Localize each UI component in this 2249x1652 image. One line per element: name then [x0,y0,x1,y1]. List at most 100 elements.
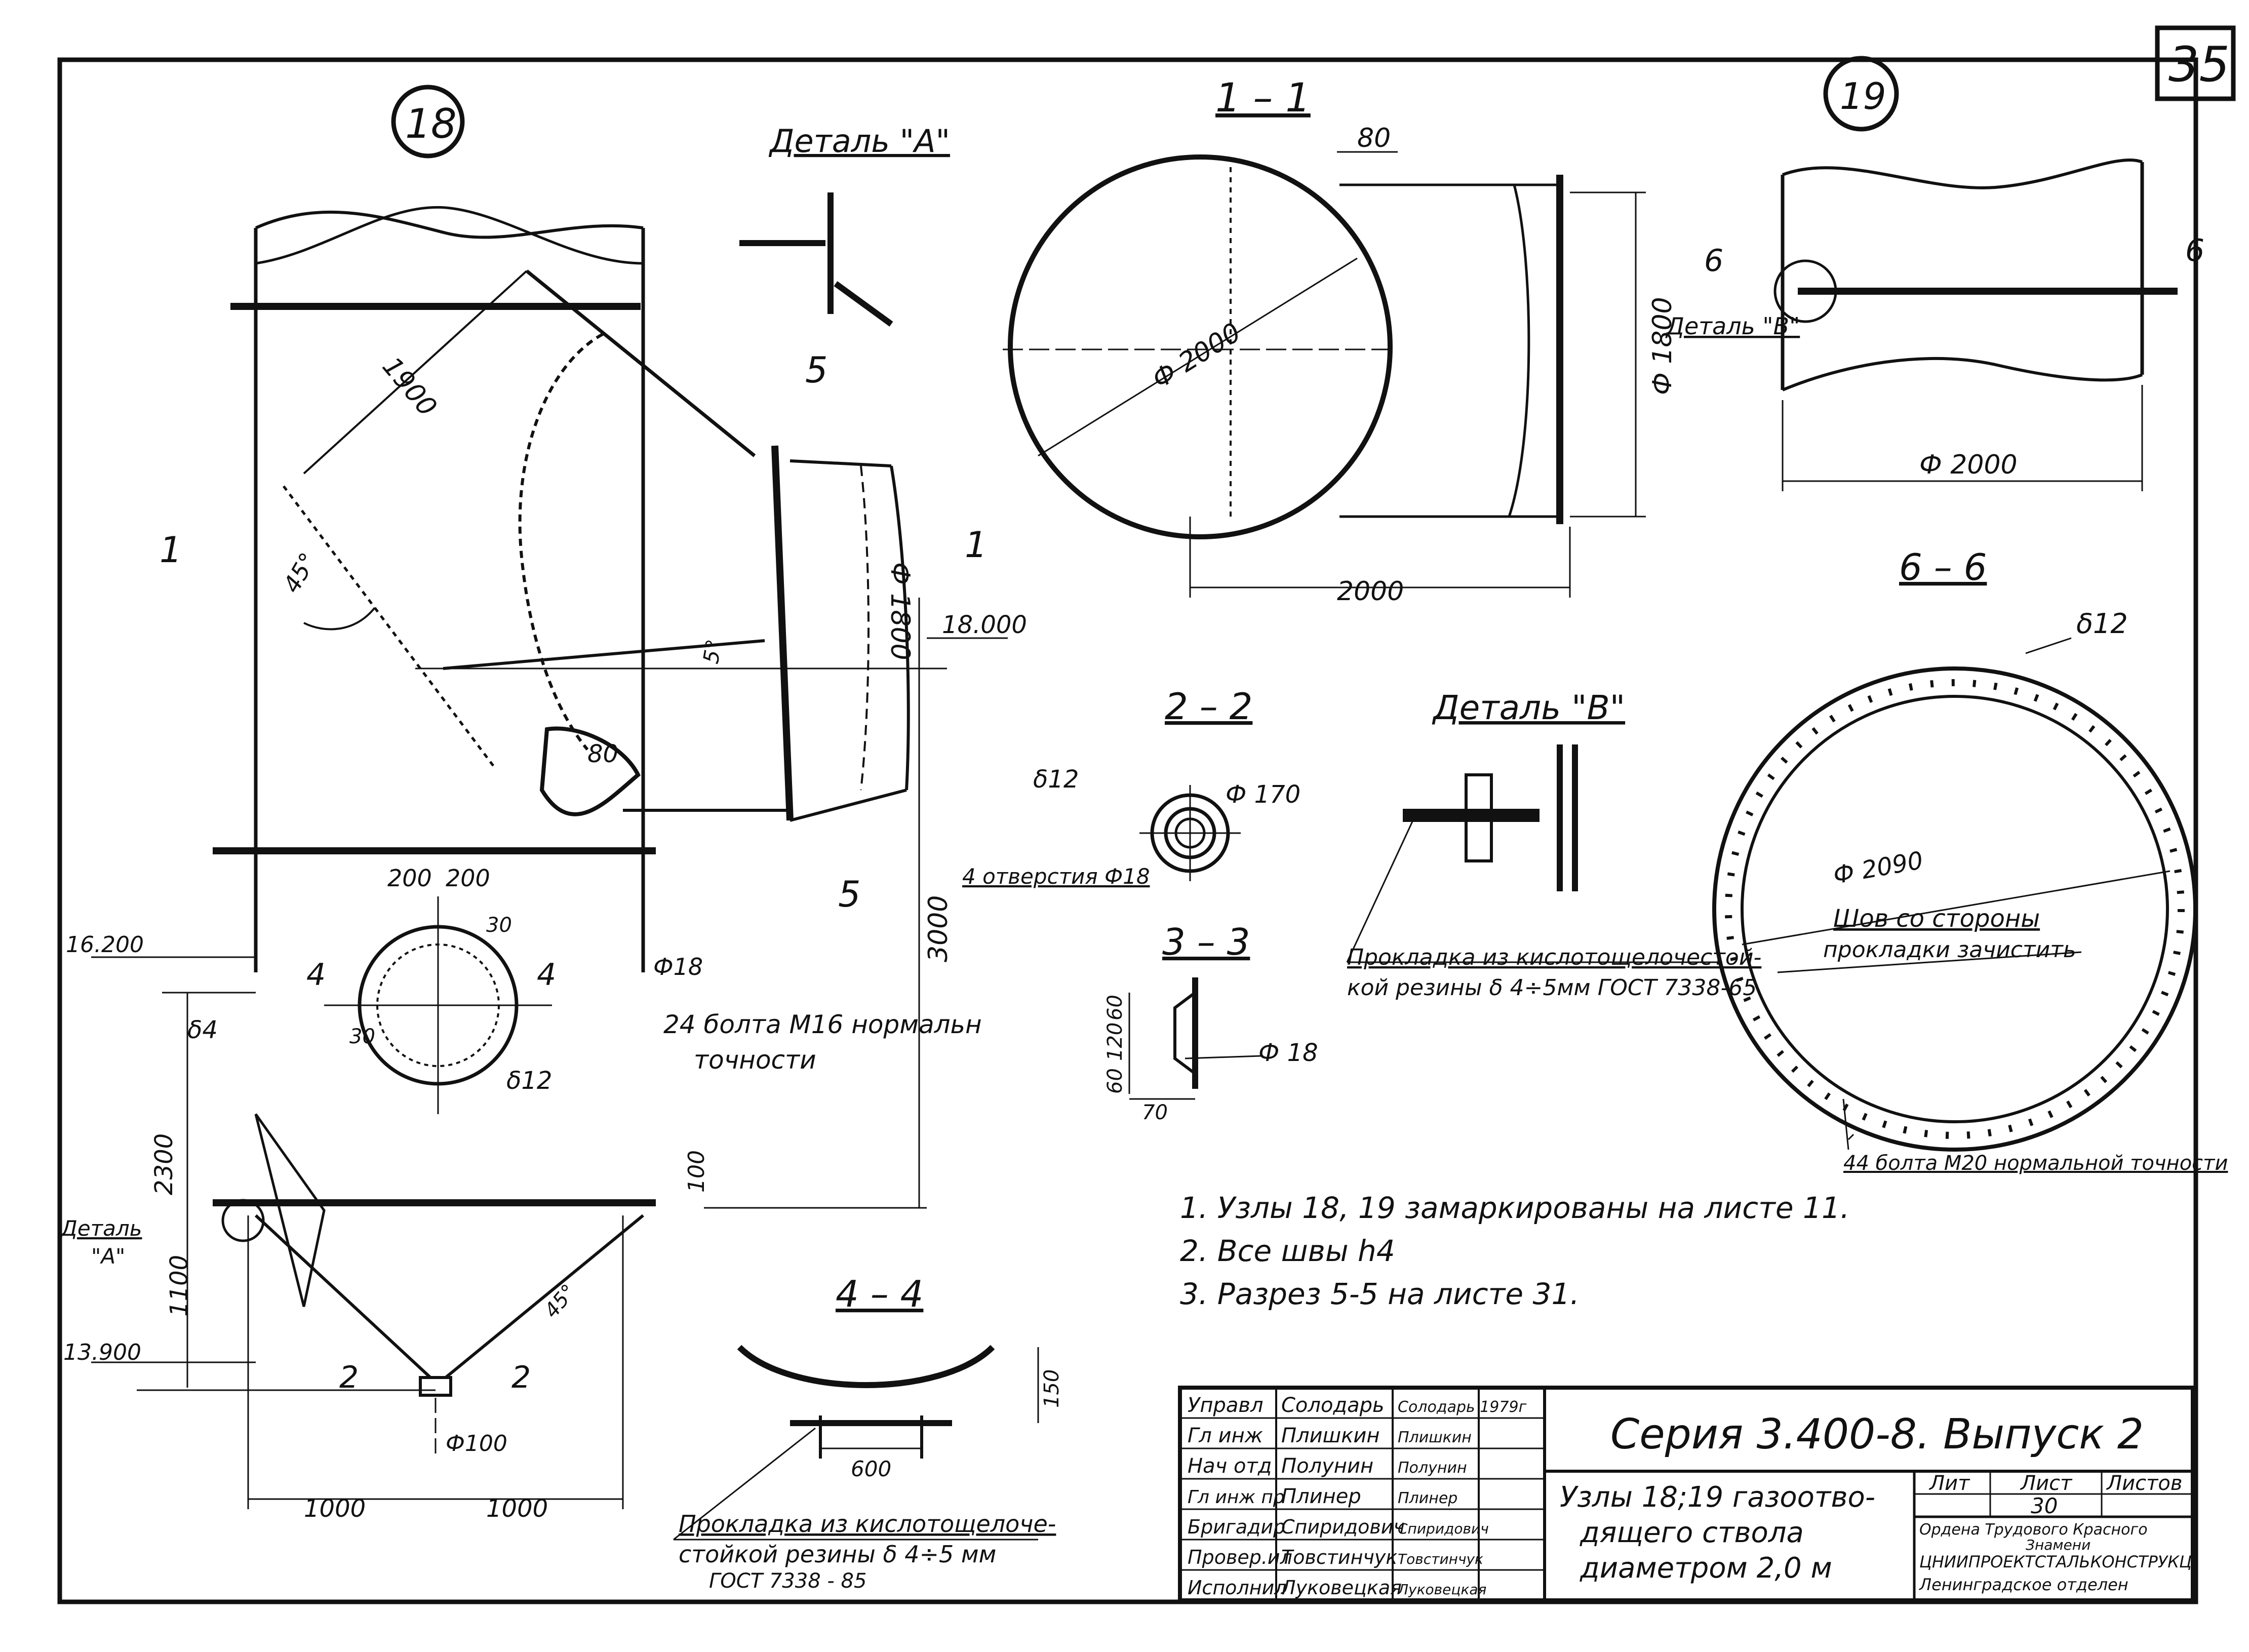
detail-b-title: Деталь "В" [1432,688,1625,727]
detail-a-marker [221,1199,265,1242]
dim-30-bottom: 30 [349,1025,375,1048]
tb-sign-3: Плинер [1398,1489,1457,1507]
bolts-line-1: 24 болта М16 нормальн [663,1010,982,1039]
dim-d4: δ4 [187,1016,218,1044]
section-3-3-drawing: 3 – 3 60 120 60 70 Ф 18 [1103,921,1318,1124]
section-6-6-bolts: 44 болта М20 нормальной точности [1843,1152,2228,1175]
section-3-3-title: 3 – 3 [1162,921,1250,963]
bolts-line-2: точности [694,1045,816,1075]
tb-sign-0: Солодарь 1979г [1398,1398,1527,1416]
note-3: 3. Разрез 5-5 на листе 31. [1180,1277,1580,1311]
tb-role-0: Управл [1188,1394,1264,1417]
section-2-2-dim-d12: δ12 [1033,765,1079,794]
tb-sheets-header: Листов [2106,1472,2182,1495]
node18-detail-a-callout-2: "А" [91,1244,125,1269]
section-5-top: 5 [805,349,828,391]
section-1-1-drawing: 1 – 1 80 Ф 2000 Ф 1800 2000 [1003,75,1678,607]
level-13900: 13.900 [63,1340,141,1365]
section-2-2-dim-phi170: Ф 170 [1226,780,1300,809]
tb-role-4: Бригадир [1188,1516,1285,1538]
tb-sign-6: Луковецкая [1397,1581,1486,1598]
section-6-6-title: 6 – 6 [1899,546,1987,588]
tb-org-1: Ордена Трудового Красного [1919,1521,2148,1539]
level-18000: 18.000 [942,611,1027,639]
level-16200: 16.200 [66,932,144,958]
node19-detail-b: Деталь "В" [1665,312,1800,340]
section-3-3-dim-70: 70 [1142,1101,1168,1124]
tb-org-3: ЦНИИПРОЕКТСТАЛЬКОНСТРУКЦ. [1919,1552,2197,1571]
dim-phi100: Ф100 [446,1431,507,1457]
section-6-6-dim-d12: δ12 [2076,608,2128,640]
tb-desc-1: Узлы 18;19 газоотво- [1560,1481,1875,1514]
section-4-4-note-3: ГОСТ 7338 - 85 [709,1569,866,1593]
node18-detail-a-label: Деталь "А" [768,123,950,160]
tb-role-6: Исполнил [1188,1577,1287,1599]
section-2-2-drawing: 2 – 2 δ12 Ф 170 4 отверстия Ф18 [962,685,1300,889]
dim-d12: δ12 [506,1067,552,1095]
node-19-label: 19 [1840,75,1886,117]
tb-sign-1: Плишкин [1398,1429,1472,1446]
section-1-right: 1 [965,524,988,566]
general-notes: 1. Узлы 18, 19 замаркированы на листе 11… [1180,1191,1849,1311]
dim-1900: 1900 [376,351,443,422]
dim-80: 80 [587,740,618,768]
tb-desc-3: диаметром 2,0 м [1580,1552,1832,1585]
section-6-6-drawing: 6 – 6 δ12 Ф 2090 Шов со стороны прокладк… [1712,546,2228,1175]
tb-sign-4: Спиридович [1398,1520,1489,1537]
dim-1000a: 1000 [304,1494,366,1523]
section-3-3-dim-60b: 60 [1103,1068,1127,1094]
tb-name-6: Луковецкая [1280,1577,1402,1599]
tb-series: Серия 3.400-8. Выпуск 2 [1610,1410,2144,1459]
section-4-4-drawing: 4 – 4 150 600 Прокладка из кислотощелоче… [673,1273,1063,1593]
section-4-left: 4 [306,957,326,993]
dim-3000: 3000 [923,895,954,962]
tb-org-4: Ленинградское отделен [1919,1575,2128,1594]
tb-role-3: Гл инж пр [1188,1487,1285,1508]
section-4-4-dim-150: 150 [1040,1369,1063,1408]
section-5-bottom: 5 [838,874,861,915]
section-6-6-weld-1: Шов со стороны [1833,904,2040,933]
section-3-3-dim-phi18: Ф 18 [1258,1039,1318,1067]
detail-b-note-2: кой резины δ 4÷5мм ГОСТ 7338-65 [1347,975,1757,1001]
tb-sign-5: Товстинчук [1398,1551,1483,1567]
dim-5: 5° [698,638,727,666]
detail-b-drawing: Деталь "В" Прокладка из кислотощелочесто… [1346,688,1761,1001]
section-4-4-title: 4 – 4 [836,1273,923,1315]
tb-sheet-value: 30 [2031,1493,2058,1518]
section-3-3-dim-120: 120 [1103,1022,1127,1061]
node-18-label: 18 [405,100,457,147]
tb-name-1: Плишкин [1281,1424,1380,1447]
dim-30-top: 30 [486,914,512,937]
node18-detail-a-callout-1: Деталь [60,1216,142,1241]
dim-2300: 2300 [150,1133,178,1195]
section-4-4-dim-600: 600 [851,1457,891,1481]
dim-45: 45° [278,548,322,598]
section-3-3-dim-60a: 60 [1103,995,1127,1020]
tb-sheet-header: Лист [2020,1472,2073,1495]
sheet-number: 35 [2168,37,2230,93]
section-6-6-dim-phi2090: Ф 2090 [1831,846,1925,890]
tb-org-2: Знамени [2026,1537,2090,1553]
tb-role-1: Гл инж [1188,1424,1263,1447]
dim-phi18: Ф18 [653,953,703,980]
section-1-1-dim-2000: 2000 [1337,576,1404,607]
dim-1000b: 1000 [486,1494,548,1523]
title-block: Управл Солодарь Солодарь 1979г Гл инж Пл… [1178,1386,2197,1602]
detail-b-note-1: Прокладка из кислотощелочестой- [1347,945,1761,970]
tb-role-2: Нач отд [1188,1454,1272,1478]
node19-dim-phi2000: Ф 2000 [1919,450,2018,480]
dim-100: 100 [684,1150,709,1193]
tb-name-3: Плинер [1281,1485,1361,1508]
dim-200a: 200 [387,864,432,892]
tb-role-5: Провер.ил [1188,1546,1292,1568]
section-1-left: 1 [160,529,182,571]
tb-name-4: Спиридович [1281,1516,1405,1538]
note-1: 1. Узлы 18, 19 замаркированы на листе 11… [1180,1191,1849,1225]
node19-section-6-right: 6 [2185,233,2204,268]
node-18-drawing: 18 [60,85,1027,1523]
tb-name-0: Солодарь [1281,1394,1385,1417]
tb-sign-2: Полунин [1398,1459,1467,1477]
dim-200b: 200 [446,864,490,892]
tb-desc-2: дящего ствола [1580,1516,1804,1549]
section-1-1-title: 1 – 1 [1215,75,1311,121]
